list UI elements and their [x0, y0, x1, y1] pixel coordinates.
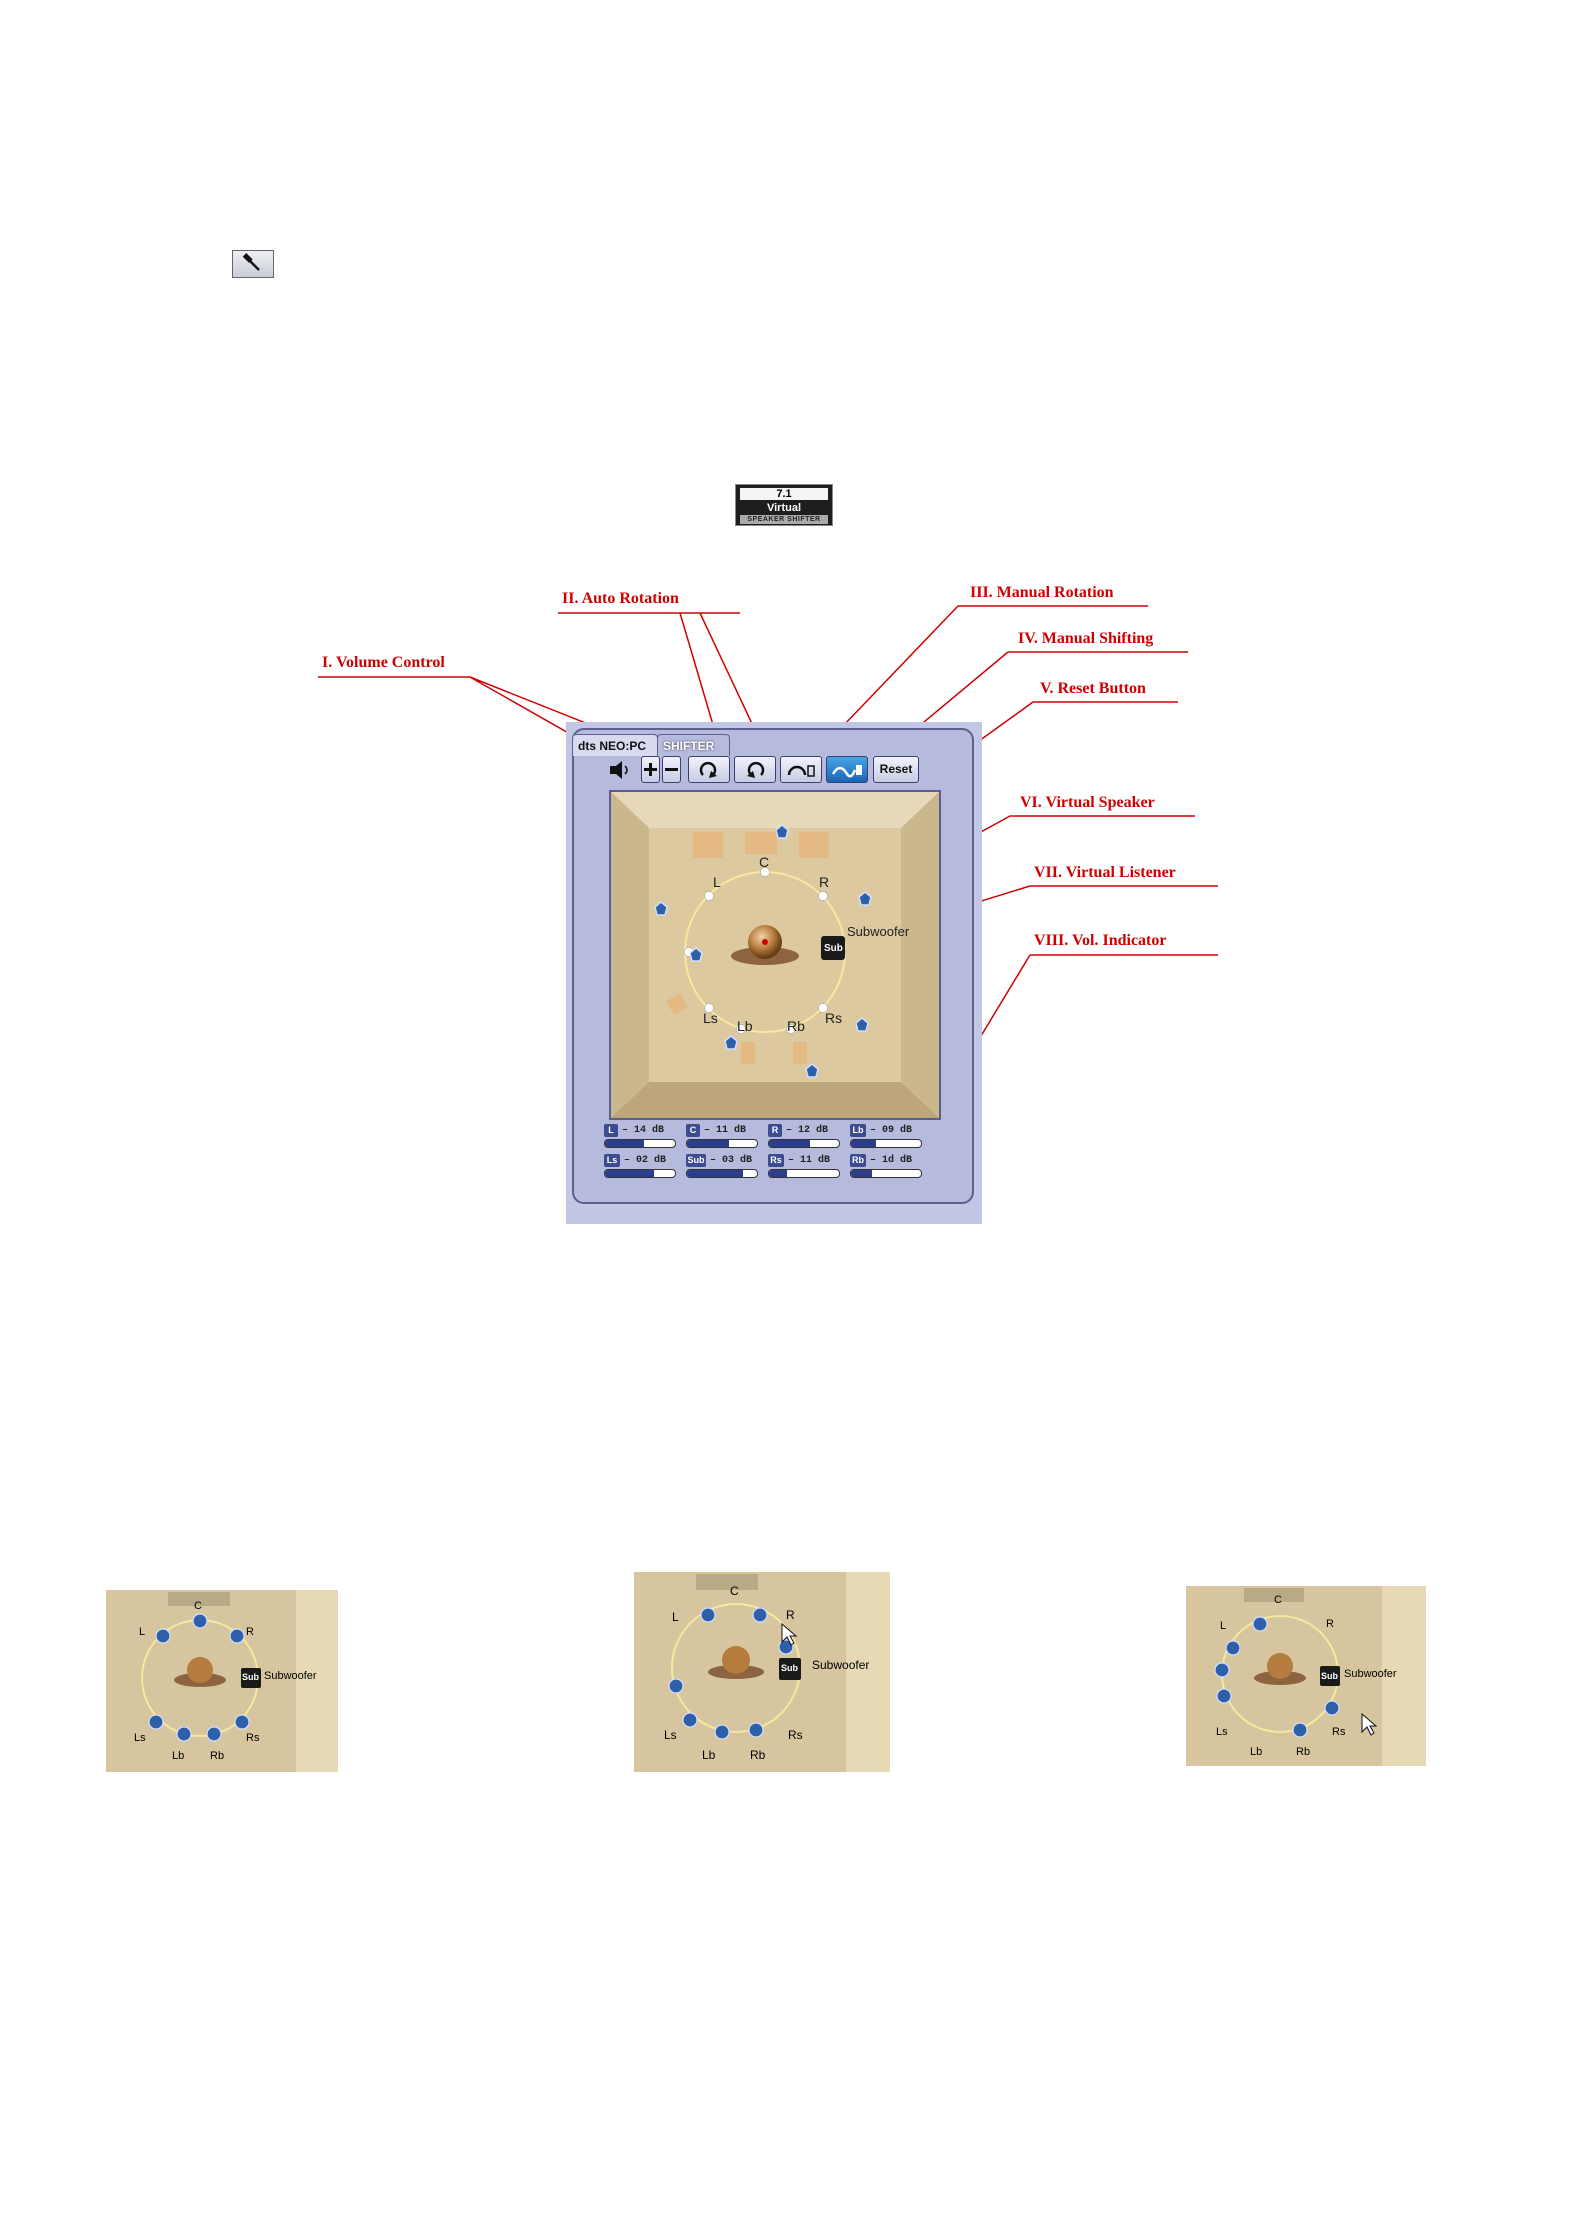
annotation-reset-button: V. Reset Button — [1040, 680, 1146, 697]
volume-down-button[interactable] — [662, 756, 681, 783]
t1-ls: Ls — [134, 1732, 146, 1744]
t1-c: C — [194, 1600, 202, 1612]
t2-rb: Rb — [750, 1748, 766, 1762]
thumbnail-2: C L R Ls Lb Rb Rs Subwoofer Sub — [634, 1572, 890, 1772]
tab-shifter[interactable]: SHIFTER — [657, 734, 730, 756]
rotate-clockwise-icon — [699, 761, 717, 778]
rotate-counterclockwise-icon — [747, 761, 765, 778]
manual-shifting-button[interactable] — [826, 756, 868, 783]
channel-label-ls: Ls — [703, 1010, 718, 1026]
thumbnail-3-scene — [1214, 1586, 1426, 1766]
manual-rotation-icon — [787, 765, 815, 777]
hammer-icon — [242, 253, 260, 271]
t2-sub: Subwoofer — [812, 1658, 870, 1672]
subwoofer-chip: Sub — [824, 943, 843, 954]
annotation-vol-indicator: VIII. Vol. Indicator — [1034, 932, 1167, 949]
t1-l: L — [139, 1626, 146, 1638]
t3-rs: Rs — [1332, 1726, 1346, 1738]
t2-l: L — [672, 1610, 679, 1624]
volume-up-button[interactable] — [641, 756, 660, 783]
manual-rotation-button[interactable] — [780, 756, 822, 783]
thumbnail-1: C L R Ls Lb Rb Rs Subwoofer Sub — [106, 1590, 338, 1772]
thumbnail-2-scene — [668, 1572, 890, 1772]
t3-subchip: Sub — [1321, 1671, 1338, 1681]
channel-label-rs: Rs — [825, 1010, 843, 1026]
t3-ls: Ls — [1216, 1726, 1228, 1738]
plus-icon — [644, 763, 657, 776]
annotation-virtual-listener: VII. Virtual Listener — [1034, 864, 1176, 881]
t3-c: C — [1274, 1594, 1282, 1606]
t2-r: R — [786, 1608, 795, 1622]
t2-subchip: Sub — [781, 1663, 798, 1673]
reset-button[interactable]: Reset — [873, 756, 919, 783]
manual-shifting-icon — [831, 765, 862, 778]
badge-mid: Virtual — [766, 502, 802, 514]
auto-rotate-counterclockwise-button[interactable] — [734, 756, 776, 783]
channel-label-r: R — [819, 874, 830, 890]
annotation-manual-shifting: IV. Manual Shifting — [1018, 630, 1154, 647]
tab-dts-neo-pc[interactable]: dts NEO:PC — [572, 734, 658, 756]
minus-icon — [665, 768, 678, 771]
badge-top: 7.1 — [740, 488, 828, 500]
virtual-speaker-shifter-badge[interactable]: 7.1 Virtual SPEAKER SHIFTER — [735, 484, 833, 526]
t3-sub: Subwoofer — [1344, 1668, 1397, 1680]
channel-label-lb: Lb — [737, 1018, 753, 1034]
t3-rb: Rb — [1296, 1746, 1311, 1758]
t2-rs: Rs — [788, 1728, 803, 1742]
badge-bottom: SPEAKER SHIFTER — [740, 515, 828, 524]
t2-lb: Lb — [702, 1748, 716, 1762]
thumbnail-3: C L R Ls Lb Rb Rs Subwoofer Sub — [1186, 1586, 1426, 1766]
channel-label-l: L — [713, 874, 721, 890]
t3-l: L — [1220, 1620, 1227, 1632]
subwoofer-label: Subwoofer — [847, 924, 910, 939]
t1-subchip: Sub — [242, 1672, 259, 1682]
t1-rb: Rb — [210, 1750, 225, 1762]
t1-sub: Subwoofer — [264, 1670, 317, 1682]
annotation-manual-rotation: III. Manual Rotation — [970, 584, 1114, 601]
volume-indicators: L – 14 dB C – 11 dB R – 12 dB Lb – 09 dB… — [604, 1124, 944, 1180]
volume-control — [608, 758, 688, 782]
t3-lb: Lb — [1250, 1746, 1263, 1758]
room-view — [611, 792, 939, 1118]
t1-r: R — [246, 1626, 254, 1638]
t1-rs: Rs — [246, 1732, 260, 1744]
t3-r: R — [1326, 1618, 1334, 1630]
channel-label-c: C — [759, 854, 770, 870]
speaker-volume-icon — [610, 761, 628, 779]
thumbnail-1-scene — [141, 1590, 338, 1772]
hammer-tool-button[interactable] — [232, 250, 274, 278]
t1-lb: Lb — [172, 1750, 185, 1762]
t2-c: C — [730, 1584, 739, 1598]
annotation-auto-rotation: II. Auto Rotation — [562, 590, 679, 607]
t2-ls: Ls — [664, 1728, 677, 1742]
auto-rotate-clockwise-button[interactable] — [688, 756, 730, 783]
annotation-volume-control: I. Volume Control — [322, 654, 445, 671]
virtual-room: C L R Ls Lb Rb Rs Subwoofer Sub — [609, 790, 941, 1120]
annotation-virtual-speaker: VI. Virtual Speaker — [1020, 794, 1155, 811]
channel-label-rb: Rb — [787, 1018, 805, 1034]
